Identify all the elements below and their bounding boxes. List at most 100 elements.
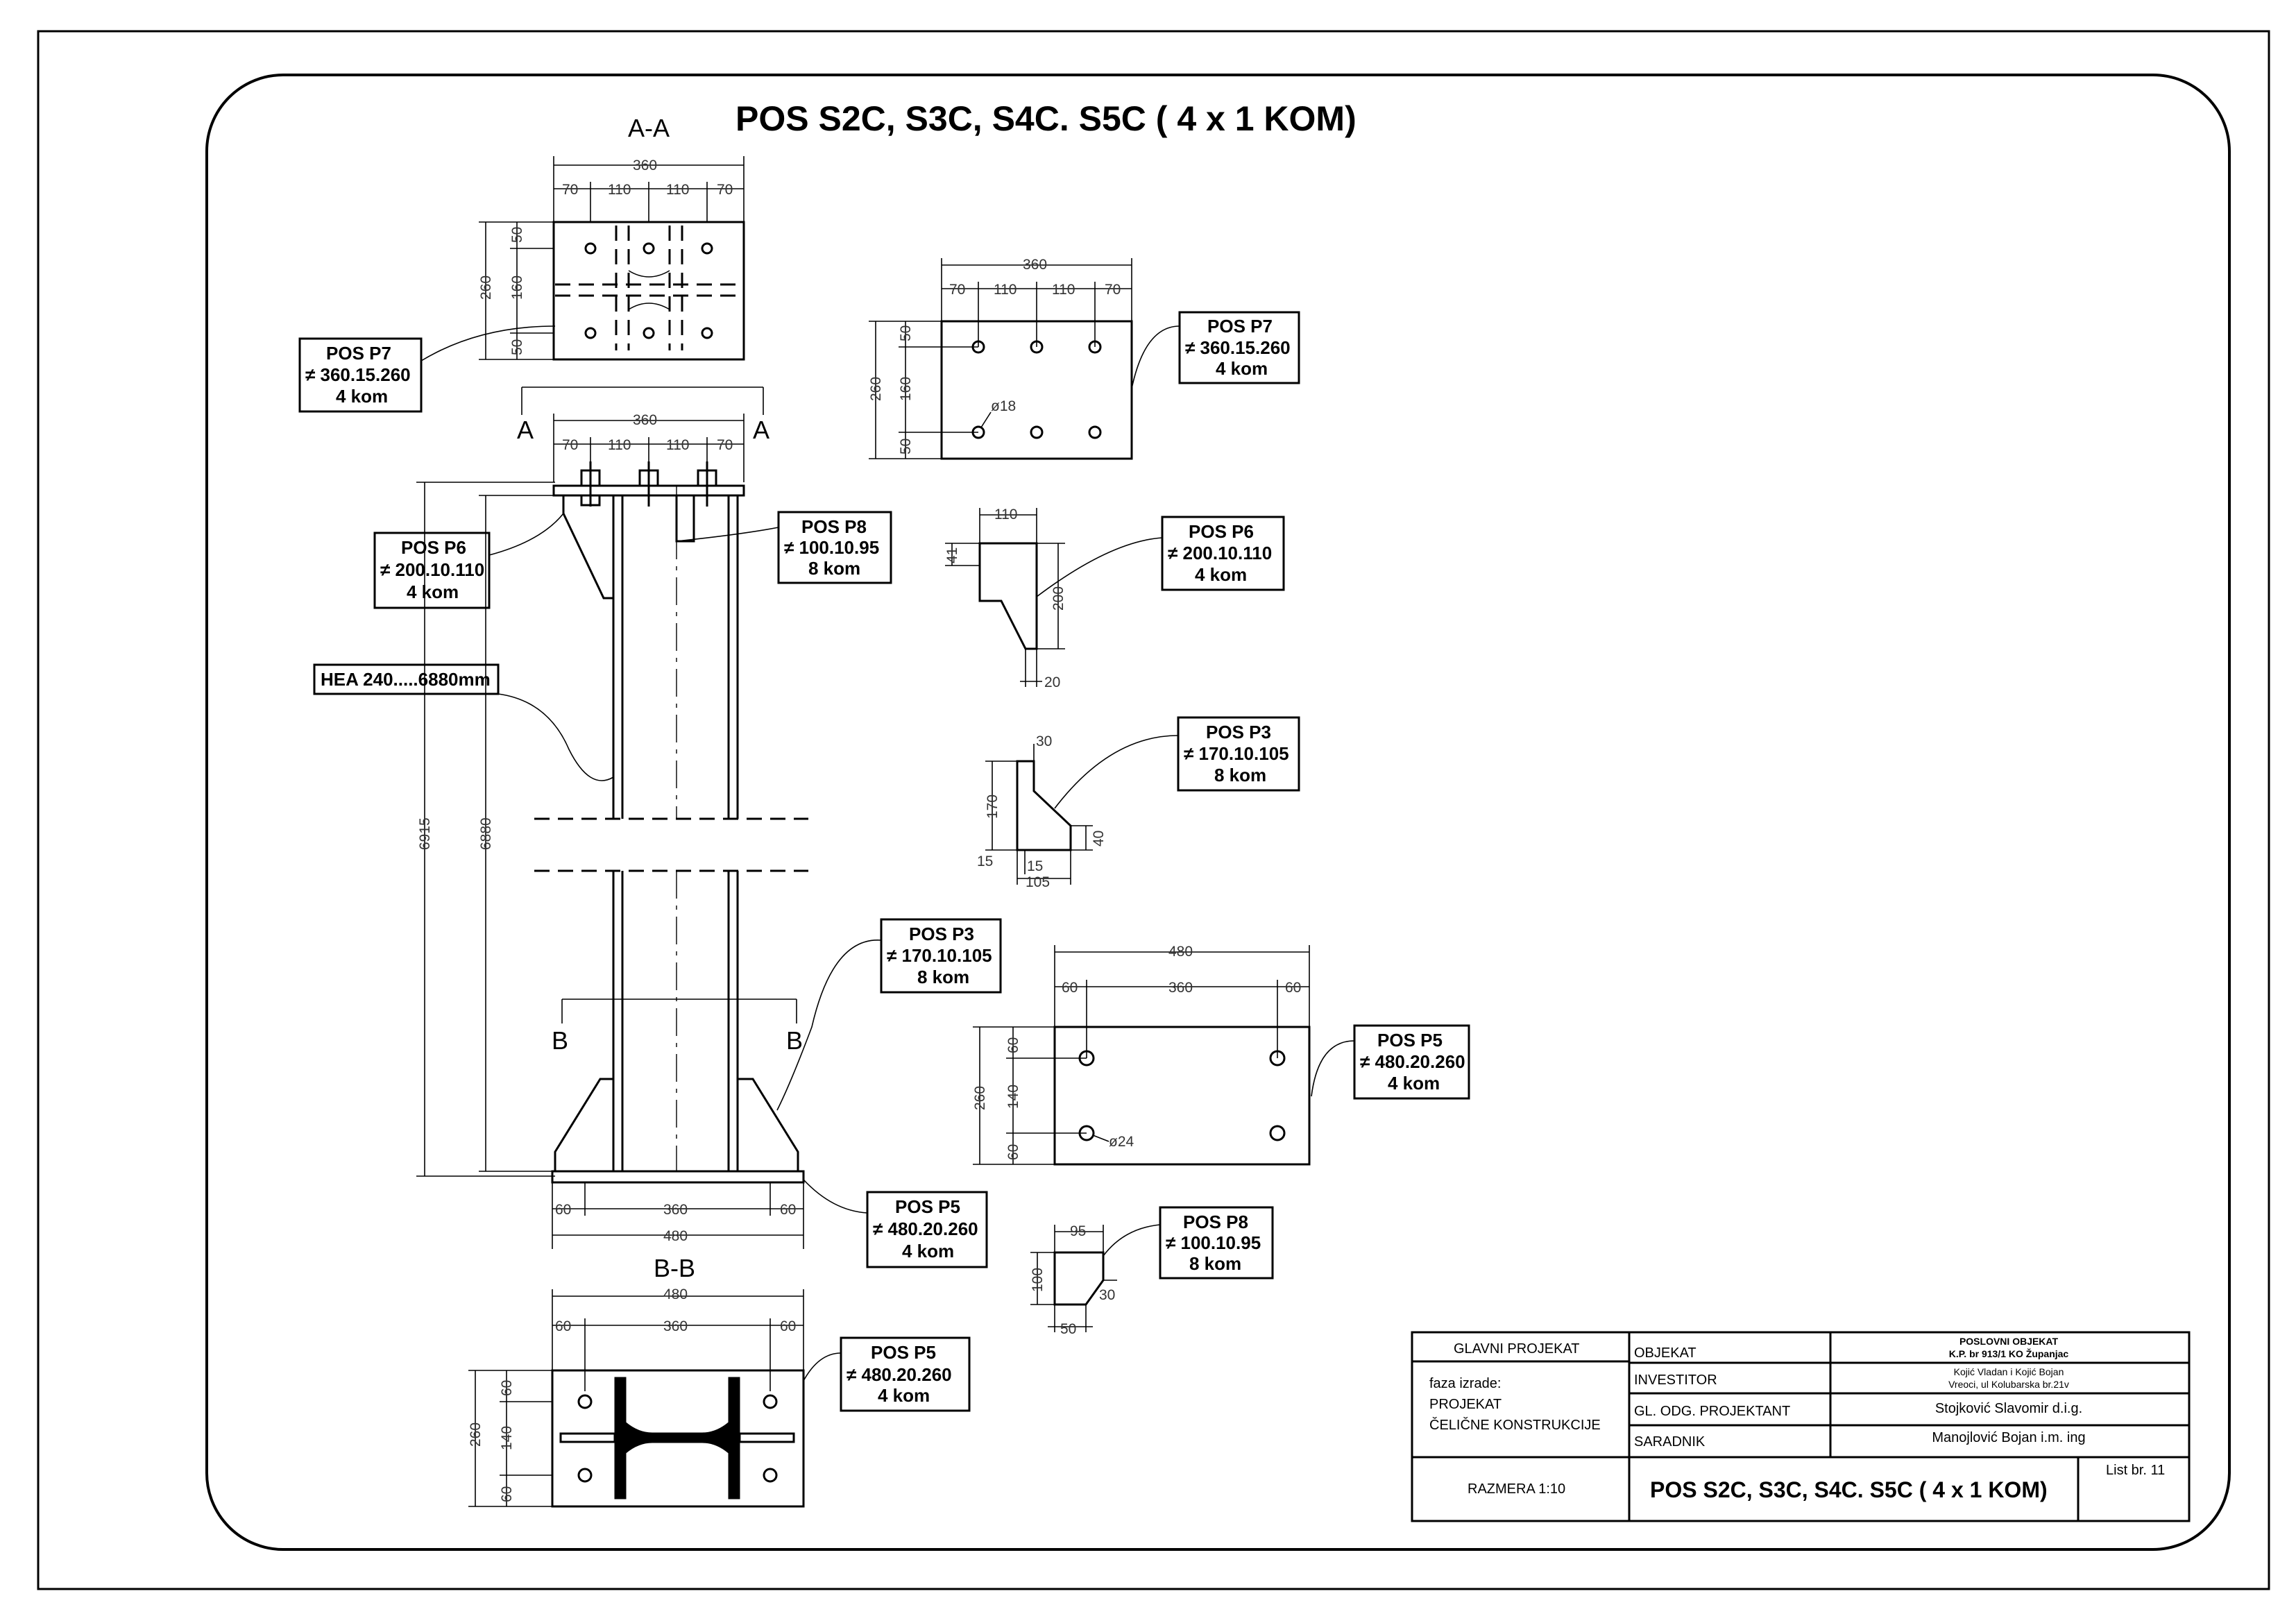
top-stiffener-p6	[562, 494, 615, 600]
detail-p6: 110 41 200 20	[944, 507, 1066, 690]
dim-aa-70a: 70	[562, 182, 578, 198]
dim-p3-15a: 15	[977, 853, 993, 869]
tb-projekat: PROJEKAT	[1429, 1397, 1502, 1412]
dim-p6-41: 41	[944, 547, 960, 563]
svg-text:≠ 200.10.110: ≠ 200.10.110	[380, 559, 484, 580]
svg-text:4 kom: 4 kom	[878, 1385, 930, 1406]
dim-bb-60c: 60	[499, 1380, 515, 1396]
svg-text:≠ 480.20.260: ≠ 480.20.260	[873, 1218, 978, 1239]
dim-p7-50a: 50	[898, 325, 914, 341]
dim-p7-50b: 50	[898, 439, 914, 454]
label-p8-detail: POS P8 ≠ 100.10.95 8 kom	[1103, 1206, 1274, 1280]
tb-razmera: RAZMERA 1:10	[1468, 1481, 1565, 1497]
dim-aa-50a: 50	[509, 227, 525, 243]
tb-objekat-label: OBJEKAT	[1634, 1345, 1697, 1361]
svg-text:POS P7: POS P7	[1207, 316, 1273, 337]
svg-text:4 kom: 4 kom	[336, 386, 388, 407]
dim-p5-60c: 60	[1005, 1037, 1021, 1053]
dim-col-70a: 70	[562, 437, 578, 453]
svg-text:POS P3: POS P3	[1206, 722, 1271, 742]
dim-p8-50: 50	[1060, 1321, 1076, 1337]
tb-celicne: ČELIČNE KONSTRUKCIJE	[1429, 1417, 1601, 1433]
tb-investitor-val1: Kojić Vladan i Kojić Bojan	[1954, 1366, 2064, 1377]
dim-bb-360: 360	[663, 1318, 688, 1334]
label-p3-detail: POS P3 ≠ 170.10.105 8 kom	[1054, 716, 1300, 809]
svg-text:4 kom: 4 kom	[407, 581, 459, 602]
svg-text:≠ 480.20.260: ≠ 480.20.260	[1360, 1051, 1465, 1072]
tb-gl-label: GL. ODG. PROJEKTANT	[1634, 1404, 1790, 1419]
section-a-right: A	[753, 416, 769, 444]
label-p6-main: POS P6 ≠ 200.10.110 4 kom	[373, 513, 564, 609]
label-p5-main: POS P5 ≠ 480.20.260 4 kom	[803, 1179, 988, 1268]
section-b-right: B	[786, 1026, 803, 1055]
tb-saradnik-label: SARADNIK	[1634, 1434, 1706, 1450]
svg-text:8 kom: 8 kom	[917, 967, 969, 987]
dim-p7-hole: ø18	[991, 398, 1016, 414]
dim-p5-140: 140	[1005, 1085, 1021, 1109]
dim-p8-95: 95	[1070, 1223, 1086, 1239]
svg-text:POS P6: POS P6	[1189, 521, 1254, 542]
tb-investitor-label: INVESTITOR	[1634, 1373, 1717, 1388]
detail-p5: 480 60 360 60 260 60 140 60 ø24	[972, 944, 1311, 1166]
dim-col-6880: 6880	[478, 817, 494, 850]
drawing-title: POS S2C, S3C, S4C. S5C ( 4 x 1 KOM)	[735, 99, 1357, 138]
dim-col-bot-360: 360	[663, 1202, 688, 1218]
svg-text:≠ 170.10.105: ≠ 170.10.105	[887, 945, 992, 966]
dim-p7-360: 360	[1023, 257, 1047, 273]
detail-p3: 30 170 40 15 15 105	[977, 733, 1107, 890]
dim-col-70b: 70	[717, 437, 733, 453]
section-b-left: B	[552, 1026, 568, 1055]
dim-aa-70b: 70	[717, 182, 733, 198]
section-aa-label: A-A	[628, 114, 670, 142]
dim-p5-60d: 60	[1005, 1144, 1021, 1160]
dim-aa-110a: 110	[608, 182, 631, 198]
top-bolts	[580, 461, 717, 507]
svg-text:HEA 240.....6880mm: HEA 240.....6880mm	[321, 669, 491, 690]
dim-col-110a: 110	[608, 437, 631, 453]
svg-text:≠ 360.15.260: ≠ 360.15.260	[1185, 337, 1291, 358]
dim-bb-480: 480	[663, 1286, 688, 1302]
top-stiffener-p8	[675, 494, 695, 543]
label-p6-detail: POS P6 ≠ 200.10.110 4 kom	[1036, 516, 1285, 597]
svg-text:POS P5: POS P5	[1377, 1030, 1443, 1051]
dim-p6-200: 200	[1051, 586, 1066, 611]
label-p5-detail: POS P5 ≠ 480.20.260 4 kom	[1311, 1024, 1470, 1100]
dim-p3-30: 30	[1036, 733, 1052, 749]
dim-p6-20: 20	[1044, 674, 1060, 690]
svg-text:4 kom: 4 kom	[1388, 1073, 1440, 1094]
dim-p8-100: 100	[1030, 1268, 1046, 1292]
dim-p7-260: 260	[868, 377, 884, 401]
svg-text:4 kom: 4 kom	[1195, 564, 1247, 585]
dim-col-110b: 110	[666, 437, 689, 453]
tb-objekat-val2: K.P. br 913/1 KO Županjac	[1949, 1348, 2069, 1359]
p5-plate	[1053, 1026, 1311, 1166]
svg-text:POS P5: POS P5	[895, 1196, 960, 1217]
svg-text:POS P5: POS P5	[871, 1342, 936, 1363]
sheet-border	[37, 30, 2270, 1590]
tb-objekat-val1: POSLOVNI OBJEKAT	[1959, 1336, 2059, 1347]
svg-text:4 kom: 4 kom	[902, 1241, 954, 1261]
dim-bb-140: 140	[499, 1426, 515, 1450]
dim-p3-15b: 15	[1027, 858, 1043, 874]
dim-aa-50b: 50	[509, 339, 525, 355]
dim-bb-260: 260	[468, 1422, 484, 1447]
label-p7-detail: POS P7 ≠ 360.15.260 4 kom	[1131, 311, 1300, 389]
dim-p7-110b: 110	[1052, 282, 1075, 298]
base-plate	[551, 1170, 805, 1184]
svg-text:4 kom: 4 kom	[1216, 358, 1268, 379]
tb-glavni: GLAVNI PROJEKAT	[1454, 1341, 1580, 1357]
svg-text:≠ 170.10.105: ≠ 170.10.105	[1184, 743, 1289, 764]
label-hea: HEA 240.....6880mm	[313, 663, 614, 781]
tb-list: List br. 11	[2106, 1463, 2165, 1478]
tb-saradnik-val: Manojlović Bojan i.m. ing	[1932, 1430, 2085, 1445]
dim-col-bot-60b: 60	[780, 1202, 796, 1218]
dim-p7-110a: 110	[994, 282, 1017, 298]
svg-text:POS P3: POS P3	[909, 924, 974, 944]
dim-p5-60b: 60	[1285, 980, 1301, 996]
dim-bb-60d: 60	[499, 1486, 515, 1502]
svg-text:POS P6: POS P6	[401, 537, 466, 558]
dim-bb-60a: 60	[555, 1318, 571, 1334]
label-p8-main: POS P8 ≠ 100.10.95 8 kom	[676, 511, 892, 584]
svg-text:≠ 480.20.260: ≠ 480.20.260	[847, 1364, 952, 1385]
dim-aa-260: 260	[478, 275, 494, 300]
